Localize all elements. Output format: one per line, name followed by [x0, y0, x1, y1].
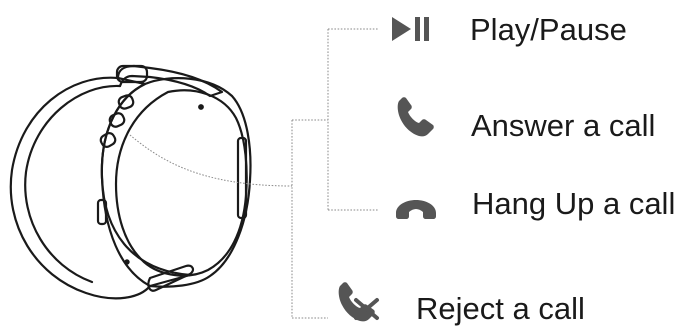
- headphone-earcup-illustration: [9, 64, 252, 300]
- headband-slider: [115, 64, 149, 84]
- leader-from-button: [129, 134, 293, 187]
- bottom-dot: [124, 259, 130, 265]
- button-1: [117, 94, 135, 110]
- ear-cushion-inner-edge: [24, 84, 122, 284]
- phone-reject-icon: [338, 282, 379, 322]
- phone-hang-up-icon: [396, 200, 436, 219]
- ear-cushion: [9, 76, 192, 300]
- led-indicator: [198, 104, 204, 110]
- button-3: [99, 132, 117, 148]
- button-2: [108, 112, 126, 128]
- play-pause-icon: [392, 17, 429, 41]
- earcup-plate: [114, 89, 248, 277]
- play-pause-label: Play/Pause: [470, 12, 627, 47]
- phone-answer-icon: [397, 97, 434, 137]
- bottom-hinge: [147, 264, 195, 292]
- reject-call-label: Reject a call: [416, 291, 585, 326]
- hang-up-call-label: Hang Up a call: [472, 186, 676, 221]
- leader-lines: [129, 28, 378, 319]
- earcup-housing: [100, 77, 252, 288]
- earcup-side-tab: [236, 136, 248, 220]
- answer-call-label: Answer a call: [471, 108, 656, 143]
- usb-port: [96, 198, 108, 226]
